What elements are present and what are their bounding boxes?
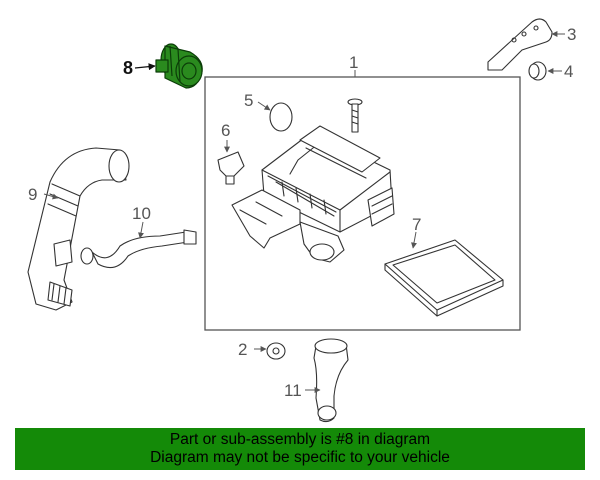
part-7-air-filter[interactable] <box>384 239 504 317</box>
part-2-cap-nut[interactable] <box>266 342 286 360</box>
part-3-bracket[interactable] <box>487 18 553 71</box>
callout-11: 11 <box>284 381 302 400</box>
part-10-hose[interactable] <box>80 229 197 269</box>
part-4-grommet[interactable] <box>528 61 547 81</box>
bolt[interactable] <box>347 98 363 133</box>
part-info-banner: Part or sub-assembly is #8 in diagram Di… <box>15 428 585 470</box>
callout-5: 5 <box>244 91 253 110</box>
part-5-seal[interactable] <box>269 102 293 132</box>
part-8-highlighted[interactable] <box>155 43 203 89</box>
callout-10: 10 <box>132 204 151 223</box>
callout-3: 3 <box>567 25 576 44</box>
callout-2: 2 <box>238 340 247 359</box>
callout-4: 4 <box>564 62 573 81</box>
callout-8: 8 <box>123 58 133 78</box>
air-cleaner-housing[interactable] <box>231 125 395 263</box>
banner-line-1: Part or sub-assembly is #8 in diagram <box>169 431 431 448</box>
banner-line-2: Diagram may not be specific to your vehi… <box>150 449 450 466</box>
part-11-outlet-duct[interactable] <box>313 338 349 423</box>
part-6-sensor[interactable] <box>217 151 245 185</box>
callout-7: 7 <box>412 215 421 234</box>
callout-1: 1 <box>349 53 358 72</box>
assembly-frame <box>204 76 521 331</box>
callout-9: 9 <box>28 185 37 204</box>
part-9-intake-duct[interactable] <box>27 147 130 311</box>
callout-6: 6 <box>221 121 230 140</box>
